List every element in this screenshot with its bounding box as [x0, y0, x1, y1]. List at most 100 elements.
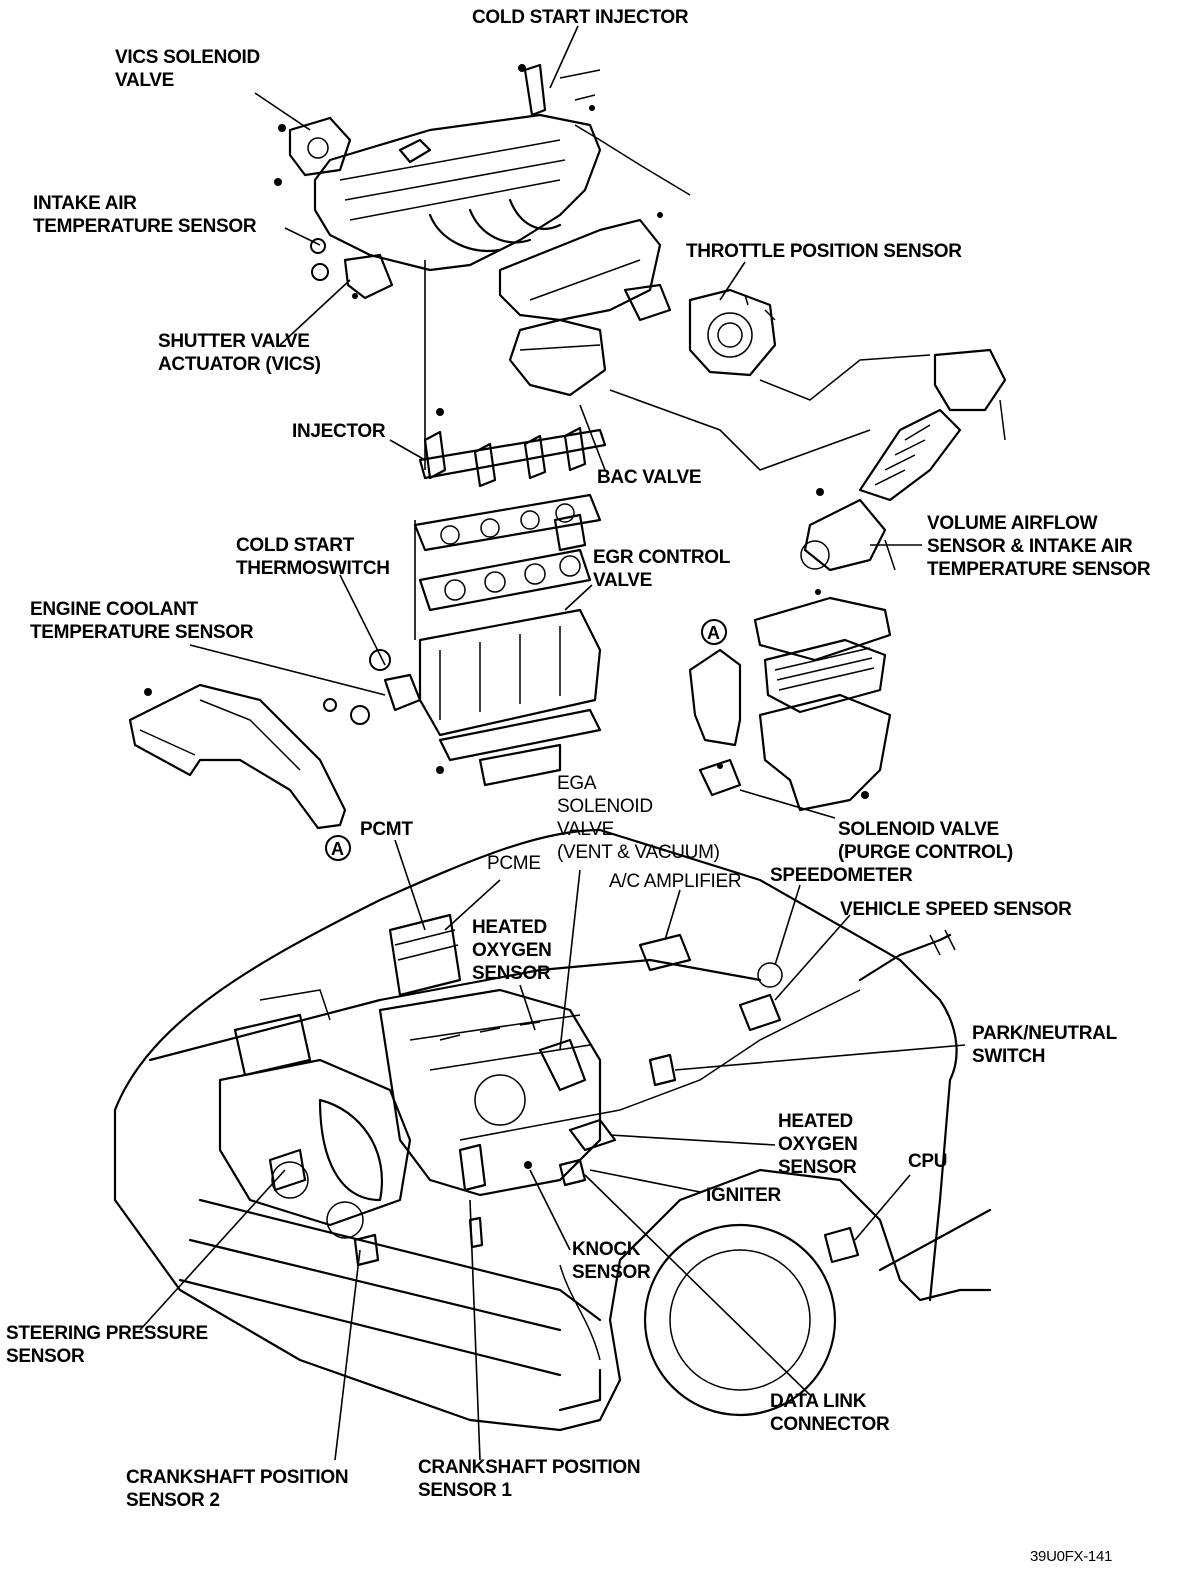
svg-text:A: A — [707, 623, 720, 643]
label-line: BAC VALVE — [597, 467, 702, 488]
bac-hose-line — [609, 389, 871, 471]
air-intake-duct-left: A — [128, 683, 351, 861]
label-data-link-connector: DATA LINK CONNECTOR — [770, 1390, 890, 1436]
label-line: PCMT — [360, 819, 413, 840]
label-line: VALVE — [593, 570, 653, 591]
label-line: INJECTOR — [292, 421, 386, 442]
label-line: VEHICLE SPEED SENSOR — [840, 899, 1072, 920]
intake-air-temp-sensor-part — [310, 238, 394, 300]
label-intake-air-temperature-sensor: INTAKE AIR TEMPERATURE SENSOR — [33, 192, 257, 238]
label-line: SHUTTER VALVE — [158, 331, 310, 352]
label-line: HEATED — [472, 917, 547, 938]
figure-code: 39U0FX-141 — [1030, 1548, 1113, 1565]
label-cold-start-injector: COLD START INJECTOR — [472, 6, 689, 29]
label-shutter-valve-actuator: SHUTTER VALVE ACTUATOR (VICS) — [158, 330, 321, 376]
label-line: KNOCK — [572, 1239, 641, 1260]
label-ega-solenoid-valve: EGA SOLENOID VALVE (VENT & VACUUM) — [557, 772, 720, 864]
air-cleaner-assembly — [753, 589, 892, 812]
label-line: VICS SOLENOID — [115, 47, 260, 68]
label-steering-pressure-sensor: STEERING PRESSURE SENSOR — [6, 1322, 208, 1368]
cpu-part — [823, 1226, 860, 1264]
air-duct-a-right: A — [688, 619, 742, 747]
speedometer-sensor-part — [738, 929, 956, 1032]
label-line: THERMOSWITCH — [236, 558, 390, 579]
label-line: TEMPERATURE SENSOR — [927, 559, 1151, 580]
label-line: INTAKE AIR — [33, 193, 137, 214]
label-line: ACTUATOR (VICS) — [158, 354, 321, 375]
intake-manifold-runners — [498, 218, 662, 397]
label-line: A/C AMPLIFIER — [609, 871, 742, 892]
label-line: PCME — [487, 853, 541, 874]
intake-plenum — [313, 113, 602, 272]
label-line: VALVE — [557, 819, 614, 840]
park-neutral-part — [648, 1053, 677, 1087]
label-line: SOLENOID — [557, 796, 653, 817]
pcm-module — [388, 913, 462, 997]
label-heated-oxygen-sensor-lower: HEATED OXYGEN SENSOR — [778, 1110, 858, 1179]
label-line: TEMPERATURE SENSOR — [33, 216, 257, 237]
throttle-body — [623, 283, 777, 377]
label-line: SOLENOID VALVE — [838, 819, 999, 840]
label-line: (VENT & VACUUM) — [557, 842, 720, 863]
label-line: HEATED — [778, 1111, 853, 1132]
label-speedometer: SPEEDOMETER — [770, 864, 913, 887]
label-line: SENSOR — [572, 1262, 651, 1283]
svg-text:A: A — [331, 839, 344, 859]
label-line: ENGINE COOLANT — [30, 599, 198, 620]
battery — [233, 989, 331, 1077]
leader-lines-upper — [189, 25, 922, 696]
label-line: (PURGE CONTROL) — [838, 842, 1013, 863]
steering-pressure-part — [268, 1148, 307, 1192]
label-line: VALVE — [115, 70, 175, 91]
label-line: STEERING PRESSURE — [6, 1323, 208, 1344]
vehicle-body — [113, 828, 992, 1432]
label-line: OXYGEN — [778, 1134, 858, 1155]
label-line: SPEEDOMETER — [770, 865, 913, 886]
oxygen-igniter-parts — [524, 1118, 617, 1187]
label-line: CRANKSHAFT POSITION — [418, 1457, 641, 1478]
label-line: IGNITER — [706, 1185, 781, 1206]
label-line: DATA LINK — [770, 1391, 867, 1412]
label-line: COLD START — [236, 535, 355, 556]
fuel-rail-injectors — [418, 408, 607, 488]
cylinder-head-block — [418, 608, 602, 787]
label-crankshaft-position-sensor-2: CRANKSHAFT POSITION SENSOR 2 — [126, 1466, 349, 1512]
label-line: SENSOR — [472, 963, 551, 984]
lower-manifold-gaskets — [413, 493, 602, 612]
label-volume-airflow-sensor: VOLUME AIRFLOW SENSOR & INTAKE AIR TEMPE… — [927, 512, 1151, 581]
label-egr-control-valve: EGR CONTROL VALVE — [593, 546, 730, 592]
label-pcme: PCME — [487, 852, 541, 875]
label-cold-start-thermoswitch: COLD START THERMOSWITCH — [236, 534, 390, 580]
radiator-fan — [218, 1058, 412, 1227]
label-line: VOLUME AIRFLOW — [927, 513, 1098, 534]
coolant-sensor-parts — [323, 649, 444, 774]
label-vics-solenoid-valve: VICS SOLENOID VALVE — [115, 46, 260, 92]
label-line: SENSOR — [6, 1346, 85, 1367]
label-throttle-position-sensor: THROTTLE POSITION SENSOR — [686, 240, 962, 263]
label-engine-coolant-temperature-sensor: ENGINE COOLANT TEMPERATURE SENSOR — [30, 598, 254, 644]
label-line: CPU — [908, 1151, 948, 1172]
purge-solenoid-part — [698, 758, 836, 819]
label-injector: INJECTOR — [292, 420, 386, 443]
vics-solenoid-valve — [274, 116, 352, 186]
label-vehicle-speed-sensor: VEHICLE SPEED SENSOR — [840, 898, 1072, 921]
label-heated-oxygen-sensor-upper: HEATED OXYGEN SENSOR — [472, 916, 552, 985]
label-line: THROTTLE POSITION SENSOR — [686, 241, 962, 262]
label-pcmt: PCMT — [360, 818, 413, 841]
label-line: EGR CONTROL — [593, 547, 731, 568]
label-knock-sensor: KNOCK SENSOR — [572, 1238, 651, 1284]
cold-start-injector — [518, 63, 691, 218]
label-crankshaft-position-sensor-1: CRANKSHAFT POSITION SENSOR 1 — [418, 1456, 641, 1502]
air-duct-upper — [759, 348, 1007, 502]
volume-airflow-sensor — [800, 488, 896, 572]
label-line: CONNECTOR — [770, 1414, 890, 1435]
label-line: CRANKSHAFT POSITION — [126, 1467, 349, 1488]
label-line: COLD START INJECTOR — [472, 7, 689, 28]
label-line: SENSOR — [778, 1157, 857, 1178]
label-line: SENSOR 1 — [418, 1480, 512, 1501]
label-ac-amplifier: A/C AMPLIFIER — [609, 870, 742, 893]
label-igniter: IGNITER — [706, 1184, 781, 1207]
label-line: OXYGEN — [472, 940, 552, 961]
label-park-neutral-switch: PARK/NEUTRAL SWITCH — [972, 1022, 1117, 1068]
